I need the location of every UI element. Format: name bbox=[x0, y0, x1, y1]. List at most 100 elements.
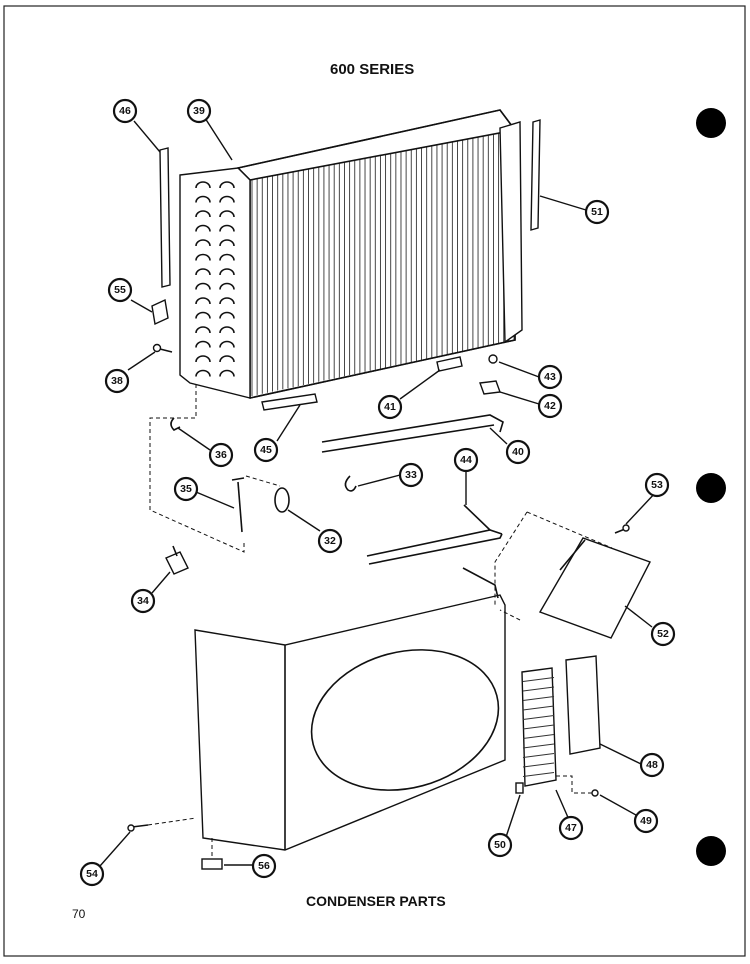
callout-32: 32 bbox=[317, 528, 343, 554]
callout-56: 56 bbox=[251, 853, 277, 879]
callout-35: 35 bbox=[173, 476, 199, 502]
svg-text:54: 54 bbox=[86, 868, 98, 880]
svg-text:50: 50 bbox=[494, 839, 506, 851]
return-bend bbox=[195, 340, 211, 348]
clip-36 bbox=[170, 417, 181, 431]
bracket-40 bbox=[321, 414, 504, 453]
svg-text:36: 36 bbox=[215, 449, 227, 461]
callout-33: 33 bbox=[398, 462, 424, 488]
callout-41: 41 bbox=[377, 394, 403, 420]
return-bend bbox=[219, 369, 235, 377]
callout-54: 54 bbox=[79, 861, 105, 887]
return-bend bbox=[195, 355, 211, 363]
block-41 bbox=[436, 356, 463, 372]
screw-38 bbox=[152, 343, 173, 353]
valve-34 bbox=[165, 545, 189, 575]
callout-36: 36 bbox=[208, 442, 234, 468]
diagram-caption: CONDENSER PARTS bbox=[306, 893, 446, 909]
svg-text:42: 42 bbox=[544, 400, 556, 412]
filter-48 bbox=[565, 655, 601, 755]
return-bend bbox=[219, 181, 235, 189]
return-bend bbox=[195, 210, 211, 218]
return-bend bbox=[219, 195, 235, 203]
plate-55 bbox=[151, 298, 169, 326]
callout-45: 45 bbox=[253, 437, 279, 463]
punch-hole-top bbox=[696, 108, 726, 138]
callout-44: 44 bbox=[453, 447, 479, 473]
return-bend bbox=[219, 268, 235, 276]
svg-text:44: 44 bbox=[460, 454, 472, 466]
right-coil-bracket bbox=[499, 121, 523, 344]
callout-42: 42 bbox=[537, 393, 563, 419]
callout-53: 53 bbox=[644, 472, 670, 498]
return-bend bbox=[219, 297, 235, 305]
svg-text:53: 53 bbox=[651, 479, 663, 491]
return-bend bbox=[219, 239, 235, 247]
tube-35 bbox=[231, 477, 245, 533]
callout-38: 38 bbox=[104, 368, 130, 394]
screw-54 bbox=[127, 824, 149, 832]
callouts: 46 39 51 55 38 43 41 42 45 40 36 33 44 3… bbox=[79, 98, 676, 887]
callout-49: 49 bbox=[633, 808, 659, 834]
grille-bar bbox=[522, 696, 555, 701]
panel-52 bbox=[538, 537, 651, 639]
grille-bar bbox=[522, 753, 555, 758]
svg-text:48: 48 bbox=[646, 759, 658, 771]
callout-34: 34 bbox=[130, 588, 156, 614]
return-bend bbox=[195, 326, 211, 334]
svg-text:47: 47 bbox=[565, 822, 577, 834]
return-bend bbox=[219, 253, 235, 261]
hook-33 bbox=[344, 475, 357, 492]
callout-43: 43 bbox=[537, 364, 563, 390]
return-bend bbox=[219, 282, 235, 290]
return-bend bbox=[219, 326, 235, 334]
left-seal-strip bbox=[159, 147, 171, 288]
page-border bbox=[3, 5, 746, 957]
return-bend bbox=[219, 340, 235, 348]
grille-bar bbox=[522, 715, 555, 720]
svg-text:35: 35 bbox=[180, 483, 192, 495]
bracket-42 bbox=[479, 380, 501, 395]
svg-text:52: 52 bbox=[657, 628, 669, 640]
grille-bar bbox=[522, 686, 555, 692]
l-bracket-44 bbox=[366, 504, 503, 565]
return-bend bbox=[219, 210, 235, 218]
page-title: 600 SERIES bbox=[330, 61, 414, 78]
punch-hole-bottom bbox=[696, 836, 726, 866]
callout-40: 40 bbox=[505, 439, 531, 465]
right-seal-strip bbox=[530, 119, 541, 231]
return-bend bbox=[195, 268, 211, 276]
grommet-43 bbox=[488, 354, 498, 364]
svg-text:45: 45 bbox=[260, 444, 272, 456]
return-bend bbox=[195, 195, 211, 203]
coil-fins bbox=[251, 130, 515, 396]
svg-text:34: 34 bbox=[137, 595, 149, 607]
grille-bar bbox=[522, 677, 555, 682]
svg-text:38: 38 bbox=[111, 375, 123, 387]
assembly-lines bbox=[147, 384, 613, 858]
return-bend bbox=[195, 311, 211, 319]
svg-text:40: 40 bbox=[512, 446, 524, 458]
strip-45 bbox=[261, 393, 318, 411]
callout-48: 48 bbox=[639, 752, 665, 778]
return-bend bbox=[219, 355, 235, 363]
clip-50 bbox=[515, 782, 524, 794]
grille-47 bbox=[521, 667, 557, 787]
return-bend bbox=[195, 369, 211, 377]
callout-47: 47 bbox=[558, 815, 584, 841]
callout-55: 55 bbox=[107, 277, 133, 303]
callout-51: 51 bbox=[584, 199, 610, 225]
coil-end-plate bbox=[179, 167, 251, 399]
return-bend bbox=[195, 224, 211, 232]
grille-bar bbox=[522, 762, 555, 768]
screw-49 bbox=[591, 789, 599, 797]
svg-text:56: 56 bbox=[258, 860, 270, 872]
svg-text:39: 39 bbox=[193, 105, 205, 117]
grille-bar bbox=[522, 724, 555, 730]
return-bends bbox=[195, 181, 235, 377]
svg-text:55: 55 bbox=[114, 284, 126, 296]
condenser-coil bbox=[237, 109, 516, 399]
callout-46-top: 46 bbox=[112, 98, 138, 124]
svg-text:49: 49 bbox=[640, 815, 652, 827]
